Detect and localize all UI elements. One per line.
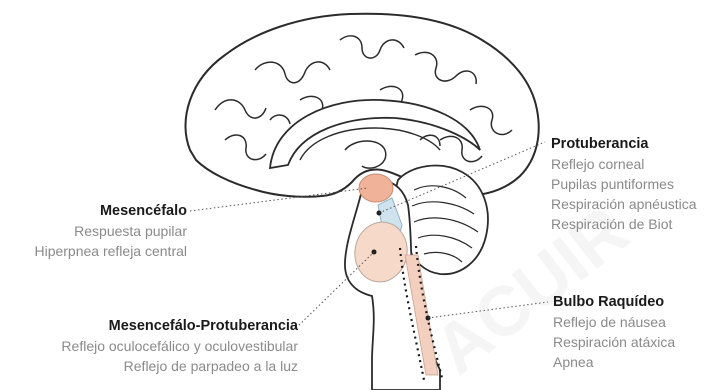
- label-protuberancia: Protuberancia Reflejo corneal Pupilas pu…: [551, 134, 697, 234]
- mesencefalo-item: Hiperpnea refleja central: [34, 241, 187, 261]
- protuberancia-item: Reflejo corneal: [551, 154, 697, 174]
- protuberancia-item: Pupilas puntiformes: [551, 174, 697, 194]
- label-bulbo: Bulbo Raquídeo Reflejo de náusea Respira…: [553, 292, 675, 372]
- mesencefalo-protuberancia-item: Reflejo oculocefálico y oculovestibular: [61, 336, 298, 356]
- bulbo-title: Bulbo Raquídeo: [553, 292, 675, 312]
- mesencefalo-protuberancia-item: Reflejo de parpadeo a la luz: [61, 356, 298, 376]
- mesencefalo-region: [359, 174, 393, 202]
- label-mesencefalo: Mesencéfalo Respuesta pupilar Hiperpnea …: [34, 201, 187, 261]
- bulbo-item: Respiración atáxica: [553, 332, 675, 352]
- protuberancia-title: Protuberancia: [551, 134, 697, 154]
- bulbo-item: Apnea: [553, 352, 675, 372]
- bulbo-item: Reflejo de náusea: [553, 312, 675, 332]
- leader-bulbo: [428, 302, 548, 318]
- protuberancia-item: Respiración de Biot: [551, 214, 697, 234]
- mesencefalo-protuberancia-title: Mesencefálo-Protuberancia: [61, 316, 298, 336]
- mesencefalo-title: Mesencéfalo: [34, 201, 187, 221]
- mesencefalo-item: Respuesta pupilar: [34, 221, 187, 241]
- label-mesencefalo-protuberancia: Mesencefálo-Protuberancia Reflejo oculoc…: [61, 316, 298, 376]
- protuberancia-item: Respiración apnéustica: [551, 194, 697, 214]
